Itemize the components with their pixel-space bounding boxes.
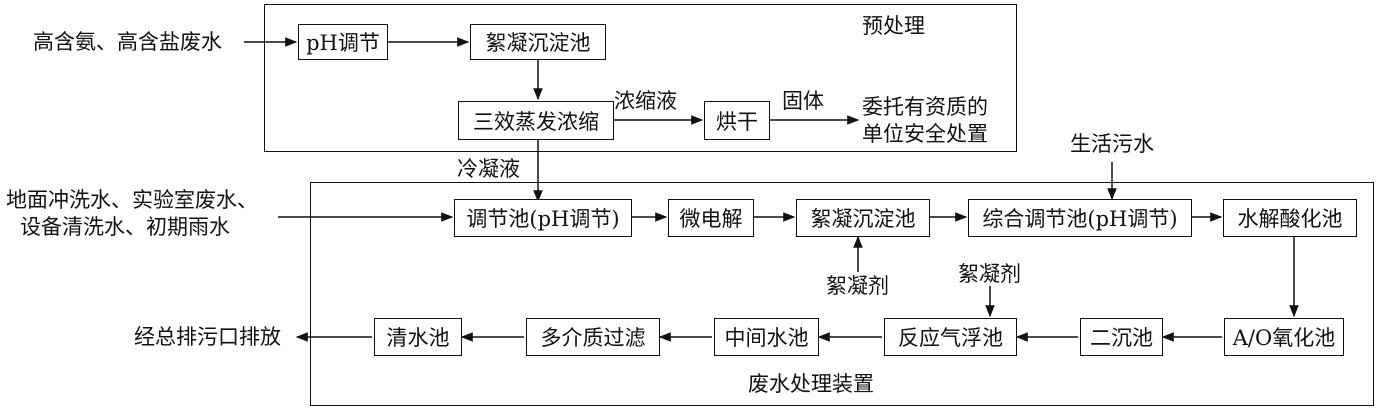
other-inputs-line-1: 地面冲洗水、实验室废水、: [6, 188, 258, 212]
domestic-sewage-label: 生活污水: [1070, 132, 1154, 156]
flocculant-label-1: 絮凝剂: [826, 274, 889, 298]
intermediate-tank-box: 中间水池: [714, 318, 819, 356]
disposal-line-2: 单位安全处置: [862, 122, 988, 147]
ao-oxidation-box: A/O氧化池: [1224, 318, 1344, 356]
solid-label: 固体: [782, 89, 824, 113]
condensate-label: 冷凝液: [457, 157, 520, 181]
regulating-tank-box: 调节池(pH调节): [454, 199, 632, 237]
flocculation-tank-box: 絮凝沉淀池: [796, 199, 930, 237]
other-inputs-line-2: 设备清洗水、初期雨水: [20, 215, 230, 240]
flotation-tank-box: 反应气浮池: [884, 318, 1017, 356]
treatment-plant-frame: [310, 182, 1374, 406]
secondary-clarifier-box: 二沉池: [1080, 318, 1163, 356]
disposal-line-1: 委托有资质的: [862, 95, 988, 119]
ph-adjust-box: pH调节: [298, 24, 388, 60]
micro-electrolysis-box: 微电解: [668, 199, 754, 237]
drying-box: 烘干: [704, 101, 770, 140]
pretreatment-frame: [264, 4, 1017, 152]
plant-title: 废水处理装置: [748, 372, 874, 396]
multimedia-filter-box: 多介质过滤: [526, 318, 660, 356]
combined-regulating-tank-box: 综合调节池(pH调节): [968, 199, 1192, 237]
concentrate-label: 浓缩液: [614, 89, 677, 113]
flocculant-label-2: 絮凝剂: [958, 262, 1021, 286]
pretreatment-title: 预处理: [862, 14, 925, 38]
hydrolysis-acidification-box: 水解酸化池: [1223, 199, 1357, 237]
raw-input-label: 高含氨、高含盐废水: [33, 30, 222, 54]
pre-flocculation-box: 絮凝沉淀池: [470, 24, 606, 60]
clear-water-tank-box: 清水池: [374, 318, 462, 356]
other-inputs-label: 地面冲洗水、实验室废水、 设备清洗水、初期雨水: [6, 187, 258, 242]
discharge-label: 经总排污口排放: [134, 325, 281, 349]
disposal-label: 委托有资质的 单位安全处置: [862, 94, 988, 149]
evaporation-box: 三效蒸发浓缩: [458, 101, 614, 140]
